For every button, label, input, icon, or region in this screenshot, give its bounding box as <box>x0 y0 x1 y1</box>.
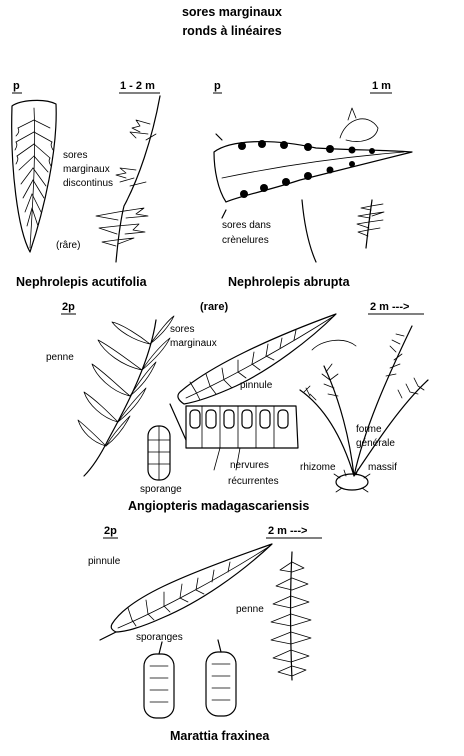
species-title: Marattia fraxinea <box>170 729 270 743</box>
label-sporange: sporange <box>140 484 182 495</box>
scale-left-label: 2p <box>62 301 75 313</box>
scale-left-label: 2p <box>104 525 117 537</box>
species-title: Angiopteris madagascariensis <box>128 499 309 513</box>
vein-detail-drawing <box>185 405 299 471</box>
sori-dots <box>238 140 375 198</box>
pinnule-drawing <box>169 313 337 441</box>
scale-right-label: 2 m ---> <box>268 525 307 537</box>
label-recurrentes: récurrentes <box>228 476 279 487</box>
penne-drawing <box>270 551 312 681</box>
scale-right-label: 2 m ---> <box>370 301 409 313</box>
label-nervures: nervures <box>230 460 269 471</box>
label-sporanges: sporanges <box>136 632 183 643</box>
species-title: Nephrolepis acutifolia <box>16 275 148 289</box>
label-forme: forme <box>356 424 382 435</box>
pinnule-drawing <box>99 543 273 641</box>
label-sores-2: marginaux <box>170 338 217 349</box>
penne-drawing <box>77 315 175 477</box>
species-title: Nephrolepis abrupta <box>228 275 351 289</box>
rhizome-drawing <box>333 468 371 493</box>
general-form-drawing <box>299 325 429 477</box>
label-crenelures: crènelures <box>222 235 269 246</box>
scale-left-label: p <box>214 80 221 92</box>
scale-right-label: 1 - 2 m <box>120 80 155 92</box>
label-massif: massif <box>368 462 397 473</box>
heading-line1: sores marginaux <box>182 5 282 19</box>
label-discontinus: discontinus <box>63 178 113 189</box>
frond-drawing <box>95 95 161 263</box>
label-penne: penne <box>46 352 74 363</box>
pinnule-drawing <box>11 99 57 253</box>
label-rhizome: rhizome <box>300 462 336 473</box>
panel-nephrolepis-acutifolia: p 1 - 2 m sores marginaux discontinus (r… <box>11 80 161 289</box>
sporange-drawing <box>147 425 171 481</box>
panel-angiopteris: 2p (rare) 2 m ---> penne sores <box>46 301 429 513</box>
panel-nephrolepis-abrupta: p 1 m <box>213 80 413 289</box>
label-sores-dans: sores dans <box>222 220 271 231</box>
pinnule-drawing <box>213 107 413 219</box>
sporanges-drawing <box>143 639 237 719</box>
label-generale: générale <box>356 438 395 449</box>
panel-marattia: 2p 2 m ---> pinnule penne <box>88 525 322 743</box>
scale-middle-label: (rare) <box>200 301 228 313</box>
scale-left-label: p <box>13 80 20 92</box>
label-pinnule: pinnule <box>240 380 273 391</box>
scale-right-label: 1 m <box>372 80 391 92</box>
label-sores-1: sores <box>170 324 194 335</box>
label-pinnule: pinnule <box>88 556 121 567</box>
label-sores-marginaux-2: marginaux <box>63 164 110 175</box>
label-sores-marginaux-1: sores <box>63 150 87 161</box>
heading-line2: ronds à linéaires <box>182 24 281 38</box>
frond-drawing <box>301 199 385 263</box>
label-rare: (râre) <box>56 240 80 251</box>
label-penne: penne <box>236 604 264 615</box>
